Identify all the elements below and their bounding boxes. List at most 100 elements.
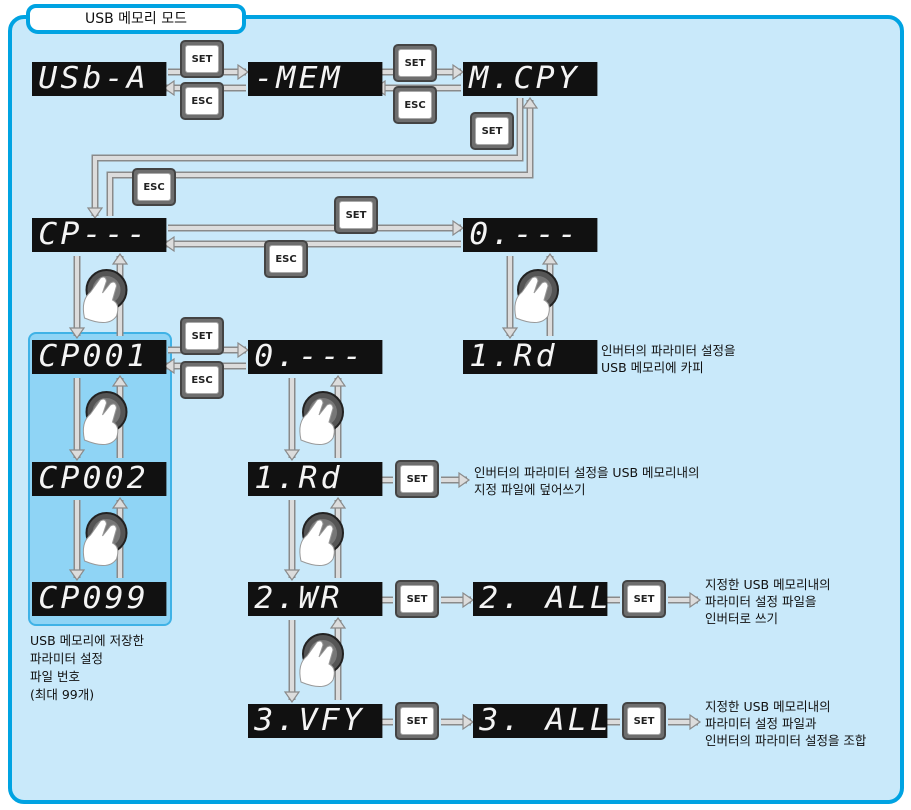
arrowhead-icon bbox=[237, 63, 250, 81]
esc-label: ESC bbox=[269, 245, 303, 273]
esc-label: ESC bbox=[185, 366, 219, 394]
note-overwrite: 인버터의 파라미터 설정을 USB 메모리내의 지정 파일에 덮어쓰기 bbox=[474, 464, 700, 498]
set-button[interactable]: SET bbox=[395, 580, 439, 618]
arrowhead-icon bbox=[329, 496, 347, 509]
set-label: SET bbox=[400, 585, 434, 613]
hand-icon bbox=[299, 640, 335, 687]
display-zero-mid: 0.--- bbox=[248, 340, 383, 374]
note-line: 인버터의 파라미터 설정을 조합 bbox=[705, 733, 867, 748]
arrowhead-icon bbox=[329, 616, 347, 629]
esc-button[interactable]: ESC bbox=[180, 82, 224, 120]
arrowhead-icon bbox=[283, 449, 301, 462]
set-button[interactable]: SET bbox=[470, 112, 514, 150]
arrowhead-icon bbox=[86, 207, 104, 220]
arrowhead-icon bbox=[111, 496, 129, 509]
set-button[interactable]: SET bbox=[180, 317, 224, 355]
set-label: SET bbox=[400, 707, 434, 735]
hand-icon bbox=[514, 276, 550, 323]
set-label: SET bbox=[475, 117, 509, 145]
arrowhead-icon bbox=[111, 374, 129, 387]
set-label: SET bbox=[339, 201, 373, 229]
hand-icon bbox=[299, 398, 335, 445]
arrowhead-icon bbox=[452, 63, 465, 81]
set-label: SET bbox=[400, 465, 434, 493]
esc-button[interactable]: ESC bbox=[264, 240, 308, 278]
set-button[interactable]: SET bbox=[393, 44, 437, 82]
arrowhead-icon bbox=[458, 471, 471, 489]
set-button[interactable]: SET bbox=[622, 580, 666, 618]
set-button[interactable]: SET bbox=[395, 460, 439, 498]
note-copy: 인버터의 파라미터 설정을 USB 메모리에 카피 bbox=[601, 342, 735, 376]
esc-button[interactable]: ESC bbox=[393, 86, 437, 124]
arrowhead-icon bbox=[462, 713, 475, 731]
arrowhead-icon bbox=[283, 569, 301, 582]
arrowhead-icon bbox=[68, 449, 86, 462]
note-line: 인버터의 파라미터 설정을 USB 메모리내의 bbox=[474, 465, 700, 480]
arrowhead-icon bbox=[68, 569, 86, 582]
hand-icon bbox=[82, 276, 119, 323]
note-verify: 지정한 USB 메모리내의 파라미터 설정 파일과 인버터의 파라미터 설정을 … bbox=[705, 698, 866, 749]
arrowhead-icon bbox=[162, 235, 175, 253]
arrowhead-icon bbox=[452, 219, 465, 237]
note-line: 파일 번호 bbox=[30, 669, 80, 684]
arrowhead-icon bbox=[162, 357, 175, 375]
esc-button[interactable]: ESC bbox=[132, 168, 176, 206]
esc-button[interactable]: ESC bbox=[180, 361, 224, 399]
note-line: 지정 파일에 덮어쓰기 bbox=[474, 482, 586, 497]
arrowhead-icon bbox=[283, 691, 301, 704]
note-write: 지정한 USB 메모리내의 파라미터 설정 파일을 인버터로 쓰기 bbox=[705, 576, 831, 627]
arrowhead-icon bbox=[68, 327, 86, 340]
set-button[interactable]: SET bbox=[622, 702, 666, 740]
set-label: SET bbox=[185, 322, 219, 350]
arrowhead-icon bbox=[162, 79, 175, 97]
display-mem: -MEM bbox=[248, 62, 383, 96]
arrowhead-icon bbox=[541, 252, 559, 265]
set-label: SET bbox=[398, 49, 432, 77]
note-line: USB 메모리에 저장한 bbox=[30, 633, 145, 648]
display-usb-a: USb-A bbox=[32, 62, 167, 96]
hand-icon bbox=[82, 398, 119, 445]
set-button[interactable]: SET bbox=[180, 40, 224, 78]
note-line: 지정한 USB 메모리내의 bbox=[705, 577, 831, 592]
set-label: SET bbox=[627, 707, 661, 735]
note-line: 파라미터 설정 파일과 bbox=[705, 716, 817, 731]
display-mcpy: M.CPY bbox=[463, 62, 598, 96]
note-line: 파라미터 설정 bbox=[30, 651, 103, 666]
note-file-number: USB 메모리에 저장한 파라미터 설정 파일 번호 (최대 99개) bbox=[30, 632, 144, 704]
display-read-mid: 1.Rd bbox=[248, 462, 383, 496]
set-label: SET bbox=[185, 45, 219, 73]
display-cp001: CP001 bbox=[32, 340, 167, 374]
note-line: 지정한 USB 메모리내의 bbox=[705, 699, 831, 714]
arrowhead-icon bbox=[329, 374, 347, 387]
esc-label: ESC bbox=[398, 91, 432, 119]
display-write-all: 2. ALL bbox=[473, 582, 608, 616]
set-button[interactable]: SET bbox=[334, 196, 378, 234]
display-write: 2.WR bbox=[248, 582, 383, 616]
panel-title: USB 메모리 모드 bbox=[26, 4, 246, 34]
display-cp-none: CP--- bbox=[32, 218, 167, 252]
set-label: SET bbox=[627, 585, 661, 613]
hand-icon bbox=[82, 519, 119, 566]
display-verify-all: 3. ALL bbox=[473, 704, 608, 738]
note-line: USB 메모리에 카피 bbox=[601, 360, 704, 375]
display-cp002: CP002 bbox=[32, 462, 167, 496]
arrowhead-icon bbox=[689, 591, 702, 609]
hand-icon bbox=[299, 519, 335, 566]
arrowhead-icon bbox=[521, 96, 539, 109]
note-line: 인버터의 파라미터 설정을 bbox=[601, 343, 736, 358]
arrowhead-icon bbox=[462, 591, 475, 609]
display-read-right: 1.Rd bbox=[463, 340, 598, 374]
note-line: 파라미터 설정 파일을 bbox=[705, 594, 817, 609]
esc-label: ESC bbox=[185, 87, 219, 115]
esc-label: ESC bbox=[137, 173, 171, 201]
display-zero-right: 0.--- bbox=[463, 218, 598, 252]
note-line: (최대 99개) bbox=[30, 687, 95, 702]
arrowhead-icon bbox=[111, 252, 129, 265]
set-button[interactable]: SET bbox=[395, 702, 439, 740]
arrowhead-icon bbox=[501, 327, 519, 340]
display-verify: 3.VFY bbox=[248, 704, 383, 738]
display-cp099: CP099 bbox=[32, 582, 167, 616]
arrowhead-icon bbox=[689, 713, 702, 731]
arrowhead-icon bbox=[237, 341, 250, 359]
